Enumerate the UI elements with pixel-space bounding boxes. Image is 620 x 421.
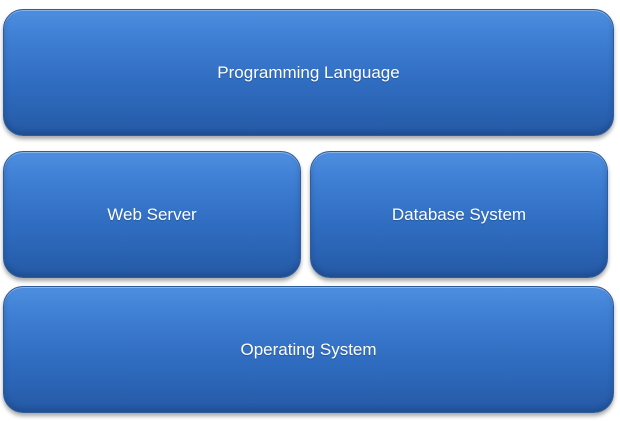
- database-system-label: Database System: [391, 204, 527, 224]
- web-server-label: Web Server: [107, 204, 197, 224]
- operating-system-block: Operating System: [3, 286, 614, 413]
- web-server-block: Web Server: [3, 151, 301, 278]
- programming-language-label: Programming Language: [217, 62, 400, 82]
- operating-system-label: Operating System: [240, 339, 377, 359]
- programming-language-block: Programming Language: [3, 9, 614, 136]
- database-system-block: Database System: [310, 151, 608, 278]
